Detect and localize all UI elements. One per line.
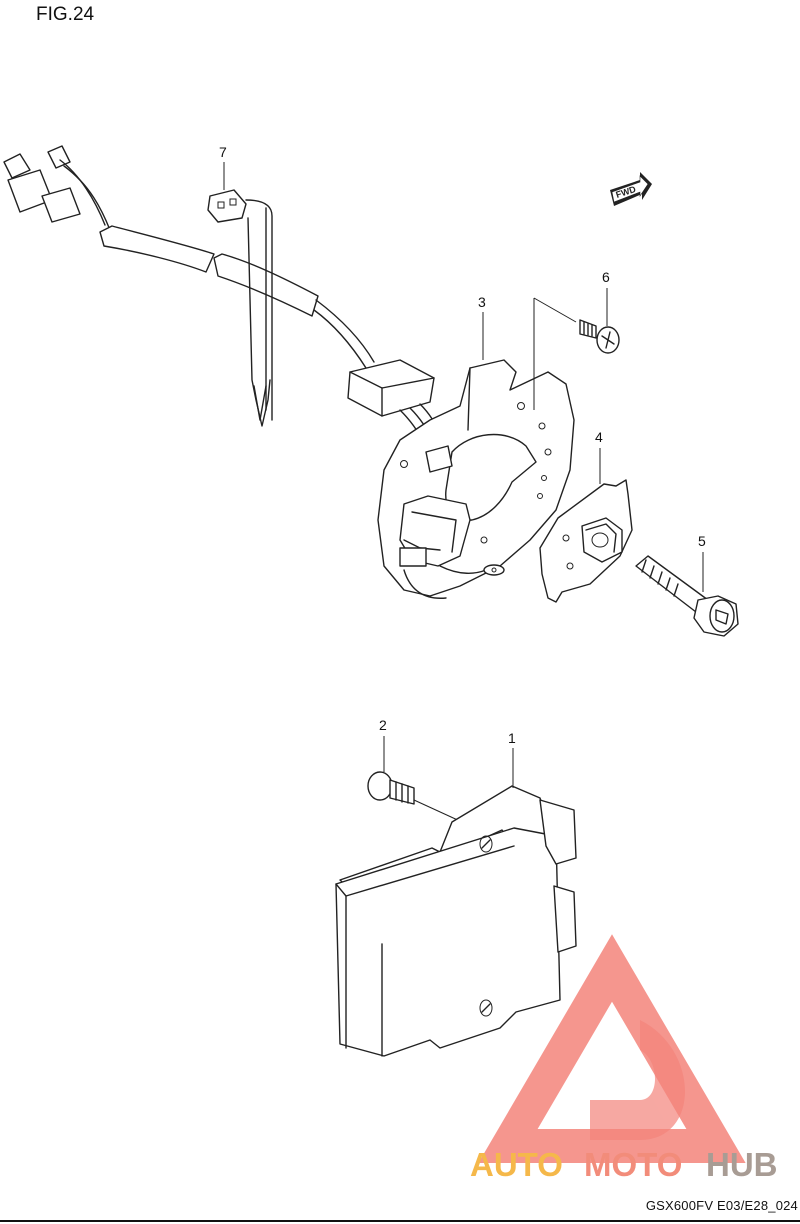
- callout-6: 6: [602, 269, 610, 285]
- watermark-hub: HUB: [706, 1146, 778, 1183]
- callout-5: 5: [698, 533, 706, 549]
- pickup-coil-plate: [377, 359, 575, 599]
- callout-7: 7: [219, 144, 227, 160]
- figure-label: FIG.24: [36, 4, 95, 25]
- wire-harness: [3, 145, 449, 481]
- callouts: 7 3 6 4 5 2 1: [219, 144, 706, 788]
- screw-6: [579, 319, 620, 354]
- watermark-logo: [478, 934, 746, 1163]
- signal-rotor: [539, 479, 633, 603]
- callout-1: 1: [508, 730, 516, 746]
- igniter-unit: [335, 785, 577, 1057]
- bolt-5: [635, 555, 739, 637]
- bottom-rule: [0, 1220, 800, 1222]
- callout-2: 2: [379, 717, 387, 733]
- callout-3: 3: [478, 294, 486, 310]
- drawing-code: GSX600FV E03/E28_024: [645, 1198, 798, 1213]
- watermark-auto: AUTO: [470, 1146, 563, 1183]
- callout-4: 4: [595, 429, 603, 445]
- watermark-text: AUTO MOTO HUB: [470, 1146, 778, 1183]
- screw-2: [367, 771, 415, 805]
- watermark-moto: MOTO: [584, 1146, 682, 1183]
- wire-clamp: [207, 189, 273, 427]
- fwd-arrow: FWD: [610, 172, 652, 206]
